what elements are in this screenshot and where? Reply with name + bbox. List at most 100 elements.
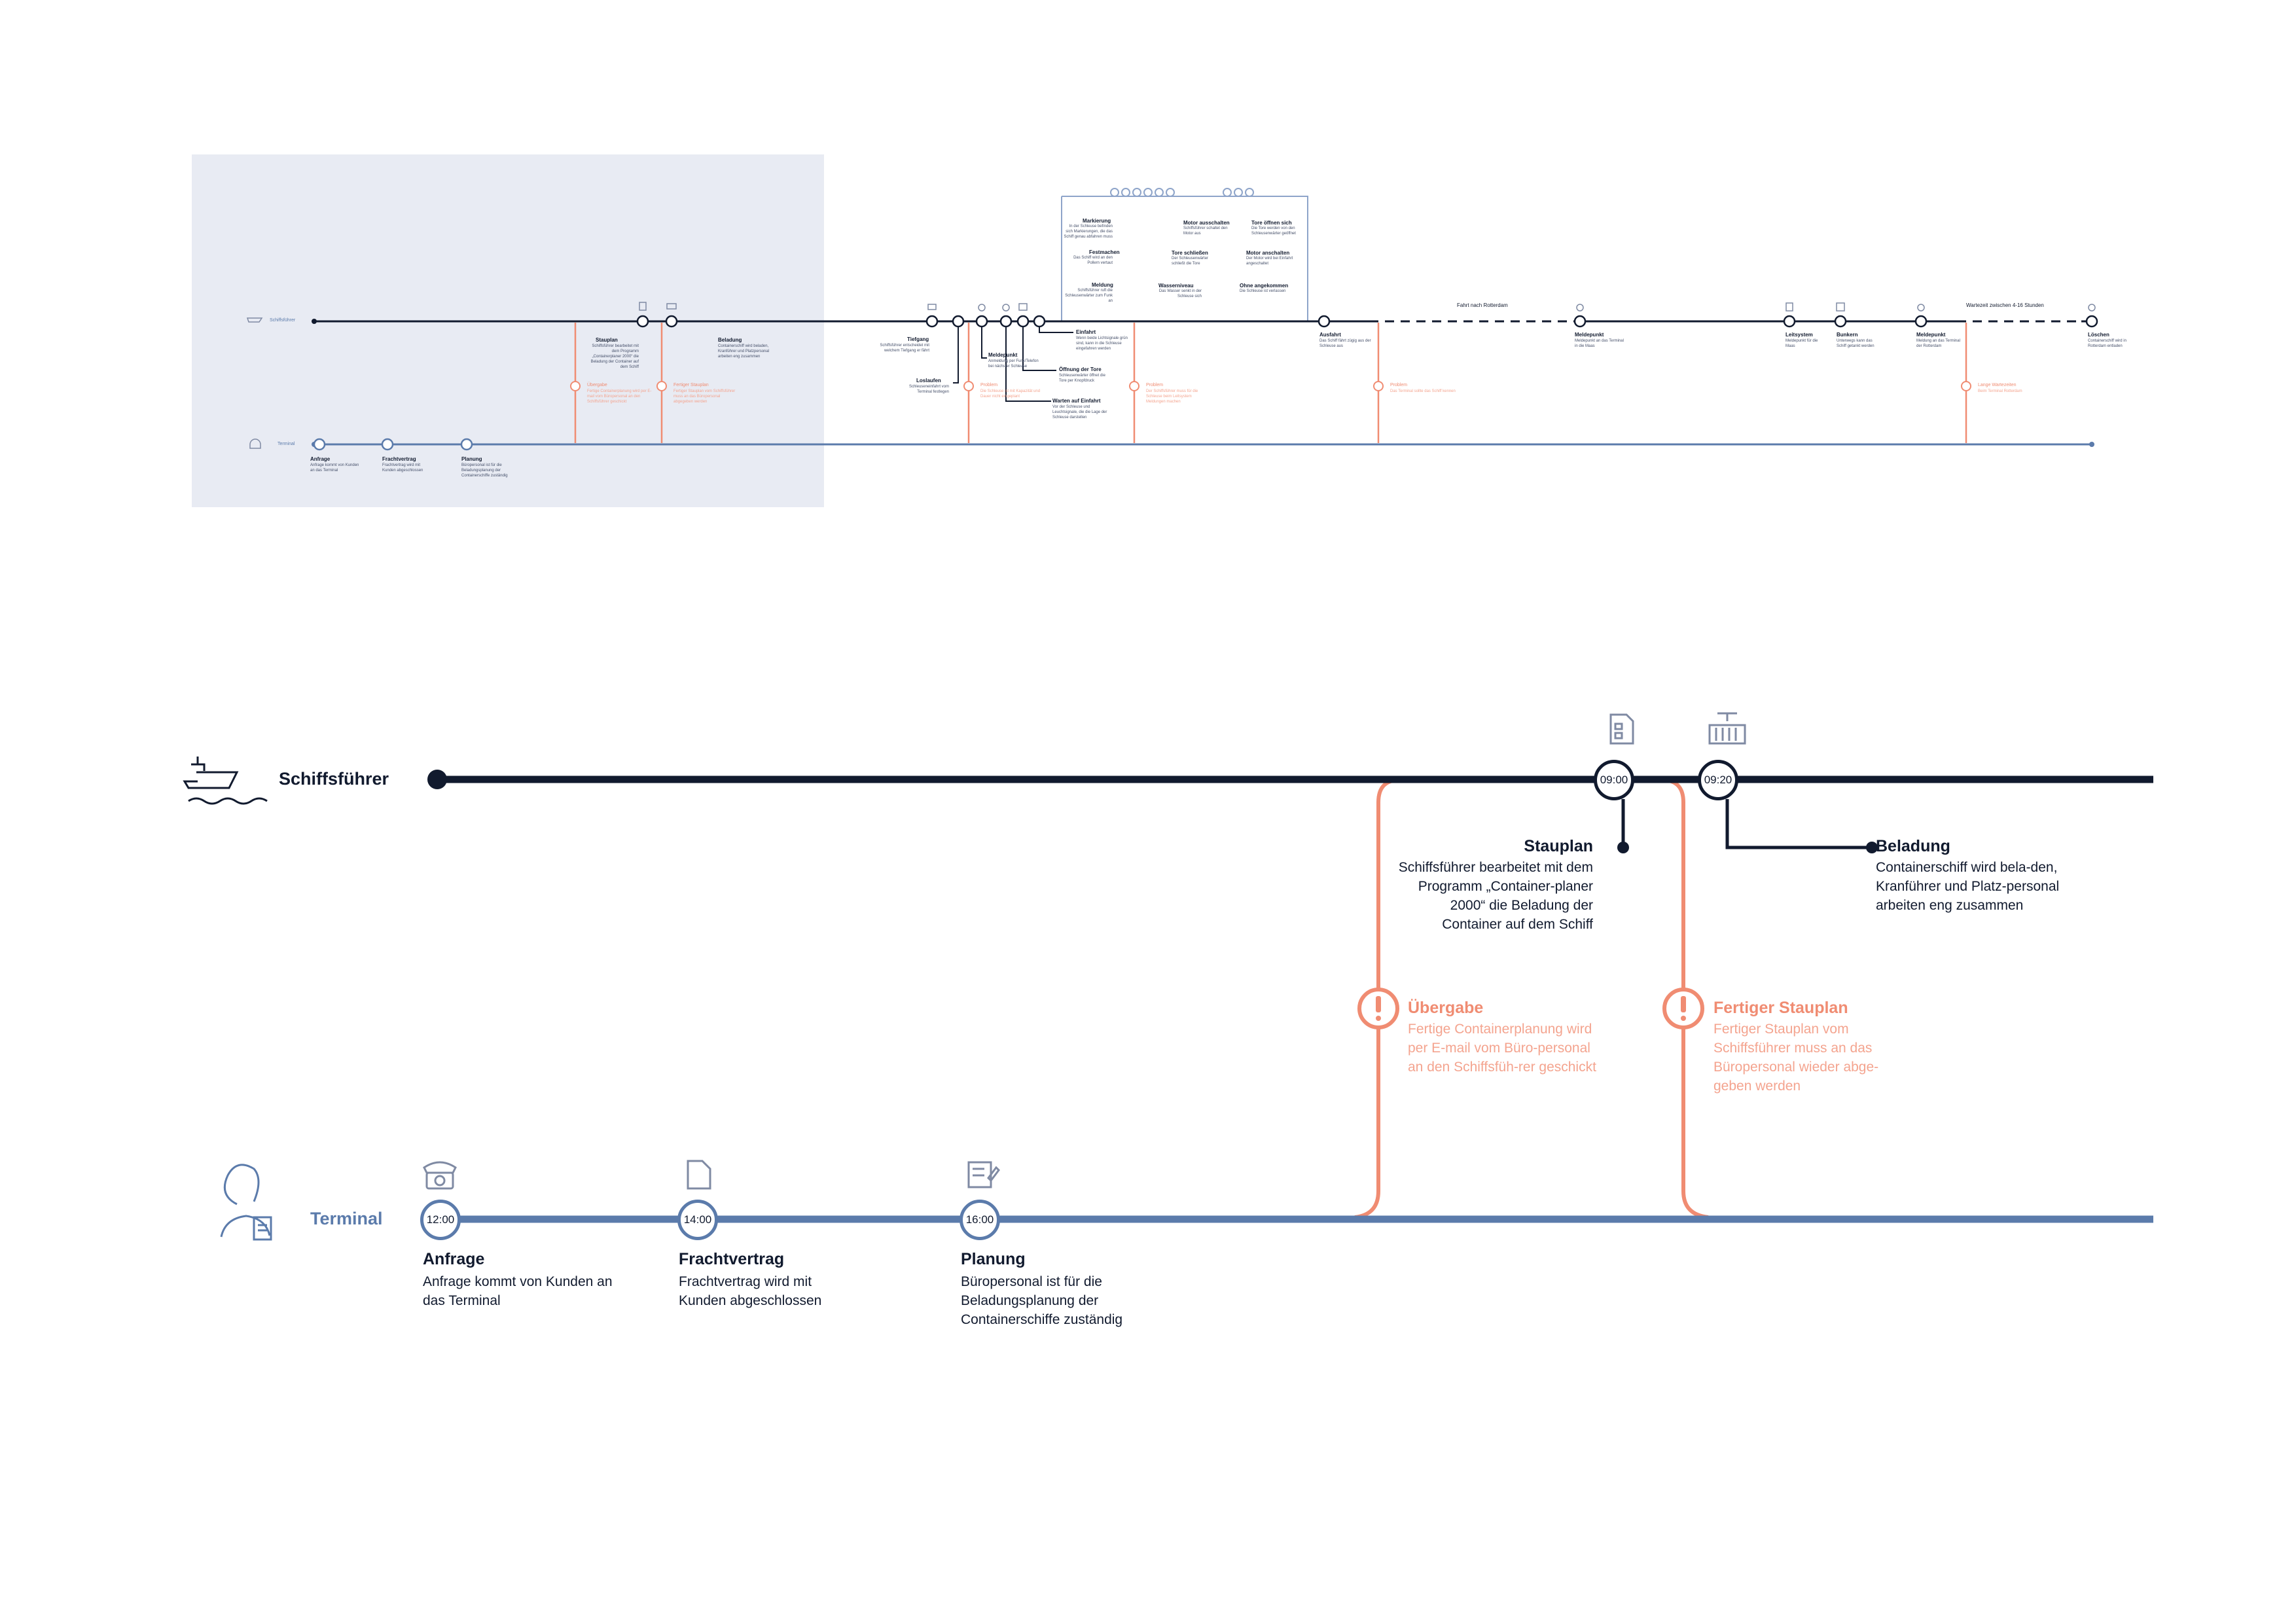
overview-event-desc: Schleusenwärter öffnet die Tore per Knop… [1059,374,1105,383]
timeline-node[interactable]: 14:00 [677,1200,718,1240]
overview-event-title: Einfahrt [1076,329,1096,335]
overview-event-desc: Meldepunkt an das Terminal in die Maas [1575,339,1624,348]
warning-title: Übergabe [1408,999,1484,1017]
overview-event-desc: Meldung an das Terminal der Rotterdam [1916,339,1960,348]
overview-event-desc: Containerschiff wird beladen, Kranführer… [718,344,770,359]
crane-container-icon [1708,712,1746,745]
node-time: 09:20 [1704,774,1732,786]
event-title: Stauplan [1524,837,1593,855]
event-title: Frachtvertrag [679,1250,785,1268]
overview-event-title: Meldepunkt [1575,332,1604,338]
warning-title: Fertiger Stauplan [1713,999,1848,1017]
event-desc: Anfrage kommt von Kunden an das Terminal [423,1274,613,1308]
overview-event-desc: Meldepunkt für die Maas [1785,339,1818,348]
event-desc: Containerschiff wird bela-den, Kranführe… [1876,860,2060,913]
overview-event-title: Öffnung der Tore [1059,366,1102,372]
overview-event-desc: Schiffsführer schaltet den Motor aus [1183,226,1228,236]
overview-event-title: Motor ausschalten [1183,220,1230,226]
overview-event-desc: Vor der Schleuse und Leuchtsignale, die … [1052,405,1107,419]
overview-warning-desc: Fertige Containerplanung wird per E-mail… [587,389,652,404]
node-time: 12:00 [426,1213,455,1226]
event-desc: Büropersonal ist für die Beladungsplanun… [961,1274,1123,1327]
overview-event-desc: In der Schleuse befinden sich Markierung… [1064,224,1113,239]
overview-warning-title: Problem [1390,383,1408,387]
overview-event-title: Meldung [1092,282,1113,288]
overview-event-desc: Der Motor wird bei Einfahrt angeschaltet [1246,257,1293,266]
overview-event-title: Löschen [2088,332,2109,338]
overview-warning-desc: Das Terminal sollte das Schiff kennen [1390,389,1456,393]
timeline-node[interactable]: 09:20 [1698,760,1738,800]
overview-event-title: Frachtvertrag [382,456,416,462]
warning-desc: Fertiger Stauplan vom Schiffsführer muss… [1713,1022,1879,1094]
overview-route-label: Fahrt nach Rotterdam [1457,302,1508,308]
overview-event-title: Meldepunkt [988,352,1018,358]
overview-event-desc: Schleuseneinfahrt vom Terminal festlegen [908,385,949,394]
terminal-lane-label: Terminal [310,1209,383,1228]
overview-event-desc: Der Schleusenwärter schließt die Tore [1172,257,1209,266]
overview-warning-title: Fertiger Stauplan [673,383,709,387]
overview-event-desc: Wenn beide Lichtsignale grün sind, kann … [1076,336,1128,351]
overview-event-title: Markierung [1083,218,1111,224]
overview-event-desc: Das Wasser senkt in der Schleuse sich [1158,289,1202,298]
overview-lane-ship: Schiffsführer [270,318,296,323]
node-time: 16:00 [965,1213,994,1226]
overview-event-title: Ohne angekommen [1240,283,1289,289]
event-title: Planung [961,1250,1026,1268]
overview-event-desc: Die Tore werden von den Schleusenwärter … [1251,226,1296,236]
timeline-node[interactable]: 16:00 [960,1200,1000,1240]
overview-event-title: Tiefgang [907,336,929,342]
overview-event-title: Festmachen [1089,249,1120,255]
stowage-plan-icon [1609,713,1634,745]
node-time: 14:00 [683,1213,712,1226]
overview-warning-desc: Die Schleuse ist mit Kapazität und Dauer… [980,389,1041,399]
event-title: Beladung [1876,837,1950,855]
overview-event-desc: Unterwegs kann das Schiff getankt werden [1837,339,1874,348]
overview-highlight [192,154,824,507]
ship-lane-icon [183,757,268,805]
timeline-node[interactable]: 12:00 [420,1200,461,1240]
overview-warning-title: Übergabe [587,383,607,387]
event-desc: Schiffsführer bearbeitet mit dem Program… [1398,860,1593,932]
timeline-node[interactable]: 09:00 [1594,760,1634,800]
overview-event-title: Tore schließen [1172,250,1208,256]
overview-event-title: Planung [461,456,482,462]
overview-warning-title: Lange Wartezeiten [1978,383,2017,387]
ship-lane-label: Schiffsführer [279,769,389,789]
clipboard-edit-icon [967,1161,1000,1188]
overview-event-title: Anfrage [310,456,331,462]
overview-event-desc: Schiffsführer entscheidet mit welchem Ti… [880,344,929,353]
overview-event-desc: Containerschiff wird in Rotterdam entlad… [2088,339,2126,348]
event-desc: Frachtvertrag wird mit Kunden abgeschlos… [679,1274,822,1308]
node-time: 09:00 [1600,774,1628,786]
overview-event-title: Tore öffnen sich [1251,220,1292,226]
overview-event-title: Loslaufen [916,378,941,383]
overview-event-desc: Anfrage kommt von Kunden an das Terminal [310,463,359,473]
overview-event-title: Motor anschalten [1246,250,1290,256]
overview-wait-label: Wartezeit zwischen 4-16 Stunden [1966,302,2044,308]
overview-event-title: Warten auf Einfahrt [1052,398,1101,404]
overview-event-desc: Frachtvertrag wird mit Kunden abgeschlos… [382,463,423,473]
overview-warning-desc: Der Schiffsführer muss für die Schleuse … [1146,389,1198,404]
overview-event-title: Beladung [718,337,742,343]
document-icon [687,1160,711,1190]
event-title: Anfrage [423,1250,485,1268]
overview-event-desc: Das Schiff fährt zügig aus der Schleuse … [1319,339,1371,348]
overview-event-desc: Das Schiff wird an den Pollern vertaut [1073,256,1113,265]
overview-event-desc: Schiffsführer ruft die Schleusenwärter z… [1065,289,1113,303]
overview-event-desc: Büropersonal ist für die Beladungsplanun… [461,463,508,478]
overview-event-desc: Die Schleuse ist verlassen [1240,289,1286,293]
overview-warning-desc: Fertiger Stauplan vom Schiffsführer muss… [673,389,736,404]
overview-event-title: Stauplan [596,337,618,343]
overview-lane-terminal: Terminal [278,442,295,446]
overview-event-title: Ausfahrt [1319,332,1341,338]
overview-event-title: Leitsystem [1785,332,1813,338]
overview-event-desc: Anmeldung per Funk/Telefon bei nächster … [988,359,1039,368]
overview-warning-title: Problem [980,383,998,387]
overview-warning-title: Problem [1146,383,1164,387]
terminal-lane-icon [220,1164,272,1241]
overview-event-title: Wasserniveau [1158,283,1194,289]
warning-desc: Fertige Containerplanung wird per E-mail… [1408,1022,1596,1075]
